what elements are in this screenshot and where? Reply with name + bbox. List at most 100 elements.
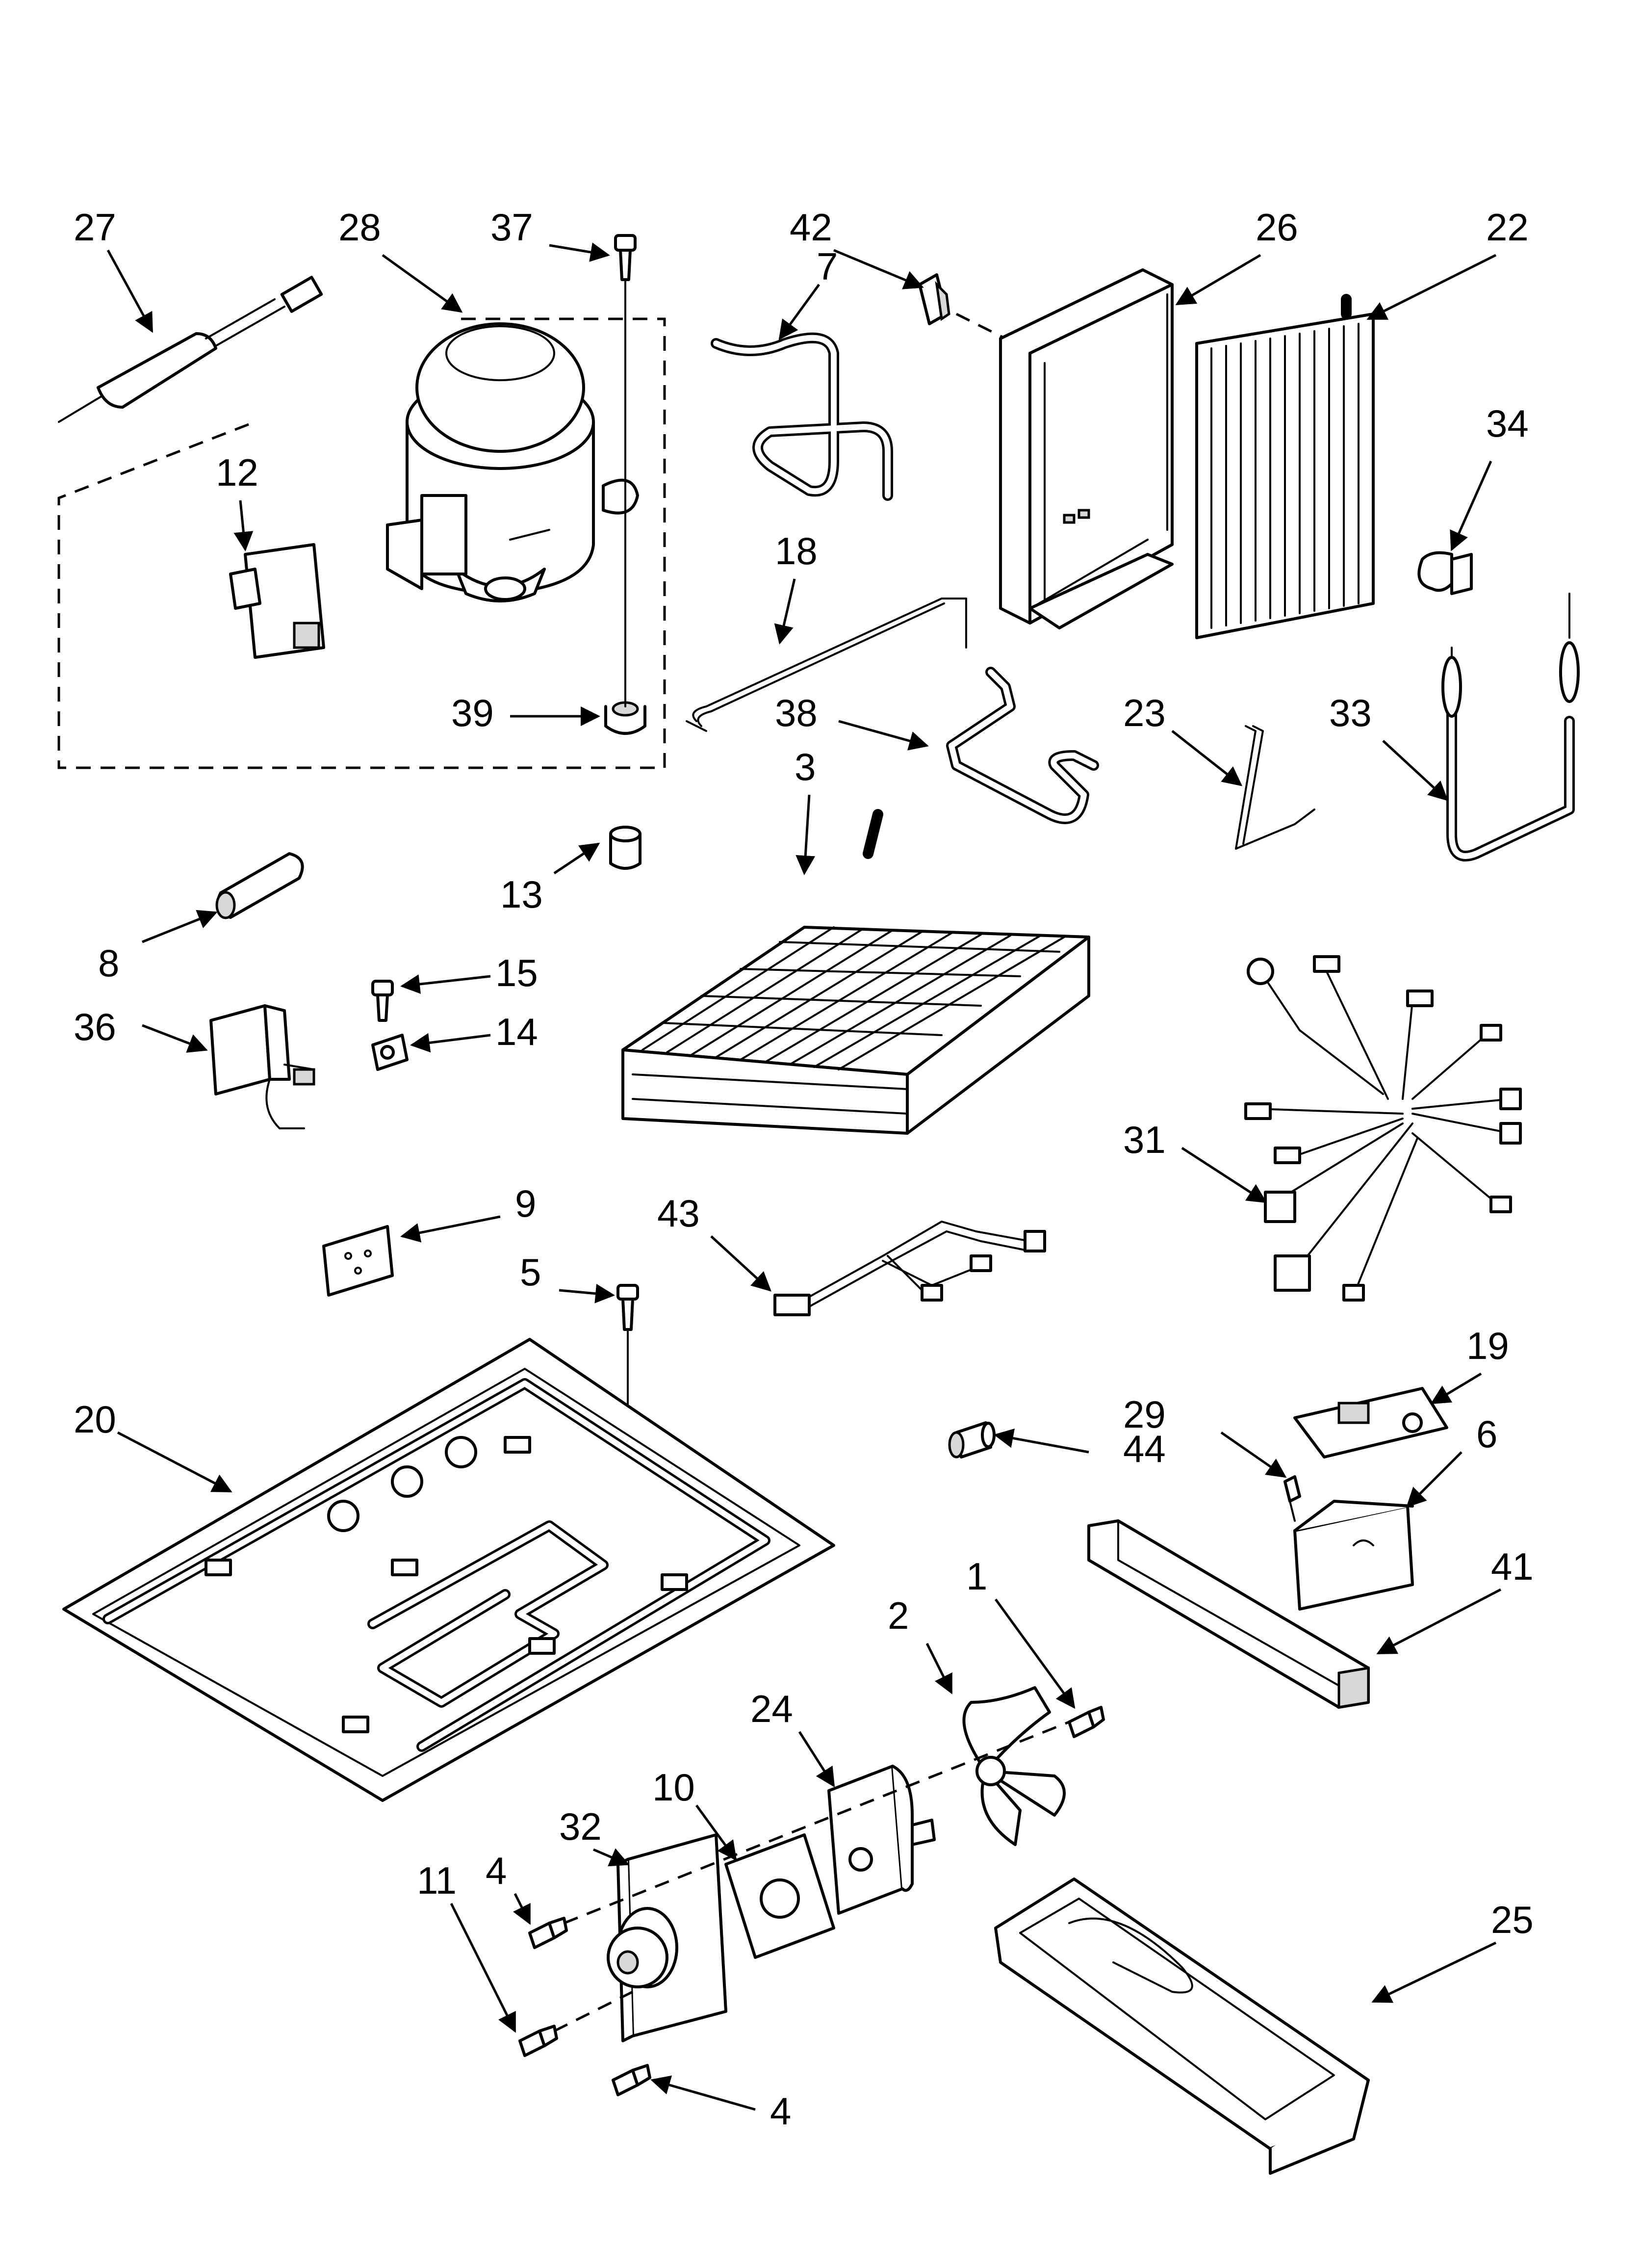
clamp-14-part — [371, 1034, 409, 1071]
leader-42 — [833, 249, 924, 289]
leader-1 — [994, 1598, 1076, 1709]
callout-24: 24 — [750, 1687, 793, 1730]
leader-32 — [593, 1848, 630, 1867]
callout-15: 15 — [495, 951, 538, 994]
leader-10 — [695, 1804, 737, 1861]
leader-18 — [774, 578, 796, 645]
leader-33 — [1382, 740, 1448, 801]
leader-44 — [994, 1428, 1089, 1454]
fan-assembly-axis — [564, 1721, 1070, 1925]
callout-19: 19 — [1466, 1324, 1509, 1367]
filter-pad-part — [322, 1225, 394, 1297]
leader-22 — [1366, 254, 1497, 320]
callout-32: 32 — [559, 1805, 602, 1848]
clip-34-part — [1417, 551, 1473, 595]
screw-11-part — [518, 2025, 558, 2057]
callout-42: 42 — [790, 206, 832, 249]
jumper-harness-part — [773, 1221, 1046, 1316]
leader-25 — [1371, 1941, 1497, 2003]
leader-43 — [710, 1235, 771, 1292]
callout-43: 43 — [657, 1192, 700, 1235]
suction-tube-part — [711, 332, 893, 501]
screw-4b-part — [612, 2064, 651, 2096]
control-board-part — [1293, 1387, 1448, 1459]
clip-42-part — [918, 273, 1006, 340]
front-grille-strip-part — [1087, 1519, 1370, 1709]
control-box-part — [1293, 1500, 1414, 1611]
callout-11: 11 — [417, 1859, 457, 1902]
callout-34: 34 — [1486, 402, 1529, 445]
callout-22: 22 — [1486, 206, 1529, 249]
callout-18: 18 — [775, 529, 818, 573]
defrost-tube-part — [1441, 593, 1580, 861]
drain-pan-part — [994, 1877, 1370, 2175]
screw-5-part — [616, 1284, 639, 1414]
leader-27 — [106, 249, 154, 333]
leader-lines — [106, 242, 1502, 2111]
lower-screw-axis — [553, 1990, 634, 2033]
leader-28 — [382, 254, 463, 313]
leader-15 — [400, 974, 491, 994]
leader-2 — [925, 1642, 953, 1694]
leader-4a — [513, 1893, 531, 1925]
compressor-part — [386, 322, 639, 602]
heater-rod-part — [686, 598, 967, 732]
callout-28: 28 — [338, 206, 381, 249]
callout-41: 41 — [1491, 1545, 1534, 1588]
thermistor-part — [1283, 1475, 1301, 1522]
callout-14: 14 — [495, 1010, 538, 1053]
leader-9 — [400, 1215, 501, 1243]
leader-8 — [142, 910, 218, 943]
leader-36 — [142, 1024, 208, 1053]
fan-motor-part — [827, 1765, 936, 1915]
drain-tube-part — [946, 667, 1099, 824]
leader-13 — [553, 842, 600, 875]
filter-drier-part — [58, 276, 323, 423]
leader-41 — [1376, 1588, 1502, 1655]
callout-10: 10 — [652, 1766, 695, 1809]
start-relay-part — [229, 543, 325, 659]
leader-34 — [1450, 460, 1492, 551]
callout-4-lower: 4 — [770, 2089, 791, 2133]
callout-1: 1 — [966, 1555, 987, 1598]
transformer-part — [209, 1004, 315, 1129]
leader-37 — [549, 242, 610, 262]
callout-31: 31 — [1123, 1118, 1166, 1161]
callout-44: 44 — [1123, 1427, 1166, 1470]
callout-6: 6 — [1476, 1412, 1497, 1456]
callout-26: 26 — [1256, 206, 1298, 249]
leader-12 — [233, 500, 254, 551]
heater-bracket-part — [1235, 725, 1315, 850]
plug-44-part — [948, 1421, 996, 1459]
callout-9: 9 — [515, 1182, 536, 1225]
leader-4b — [650, 2075, 756, 2111]
callout-23: 23 — [1123, 691, 1166, 734]
callout-36: 36 — [74, 1005, 116, 1048]
callout-13: 13 — [500, 873, 543, 916]
leader-23 — [1171, 730, 1243, 786]
callout-37: 37 — [490, 206, 533, 249]
callout-3: 3 — [795, 745, 816, 788]
screw-15-part — [371, 980, 394, 1022]
motor-gasket-part — [724, 1833, 835, 1959]
leader-5 — [559, 1283, 615, 1303]
evaporator-cover-part — [999, 268, 1174, 629]
callout-39: 39 — [451, 691, 494, 734]
leader-38 — [838, 720, 929, 751]
screw-37-part — [614, 234, 637, 281]
callout-20: 20 — [74, 1398, 116, 1441]
capacitor-part — [609, 826, 641, 870]
leader-19 — [1430, 1372, 1482, 1405]
wire-harness-part — [1244, 955, 1522, 1302]
callout-29: 29 — [1123, 1393, 1166, 1436]
evaporator-part — [621, 809, 1090, 1135]
insulation-sleeve-part — [215, 852, 304, 919]
leader-7 — [778, 284, 821, 340]
callout-25: 25 — [1491, 1898, 1534, 1941]
leader-26 — [1175, 254, 1261, 306]
leader-31 — [1181, 1147, 1267, 1203]
callout-7: 7 — [817, 245, 838, 288]
leader-3 — [795, 794, 816, 875]
